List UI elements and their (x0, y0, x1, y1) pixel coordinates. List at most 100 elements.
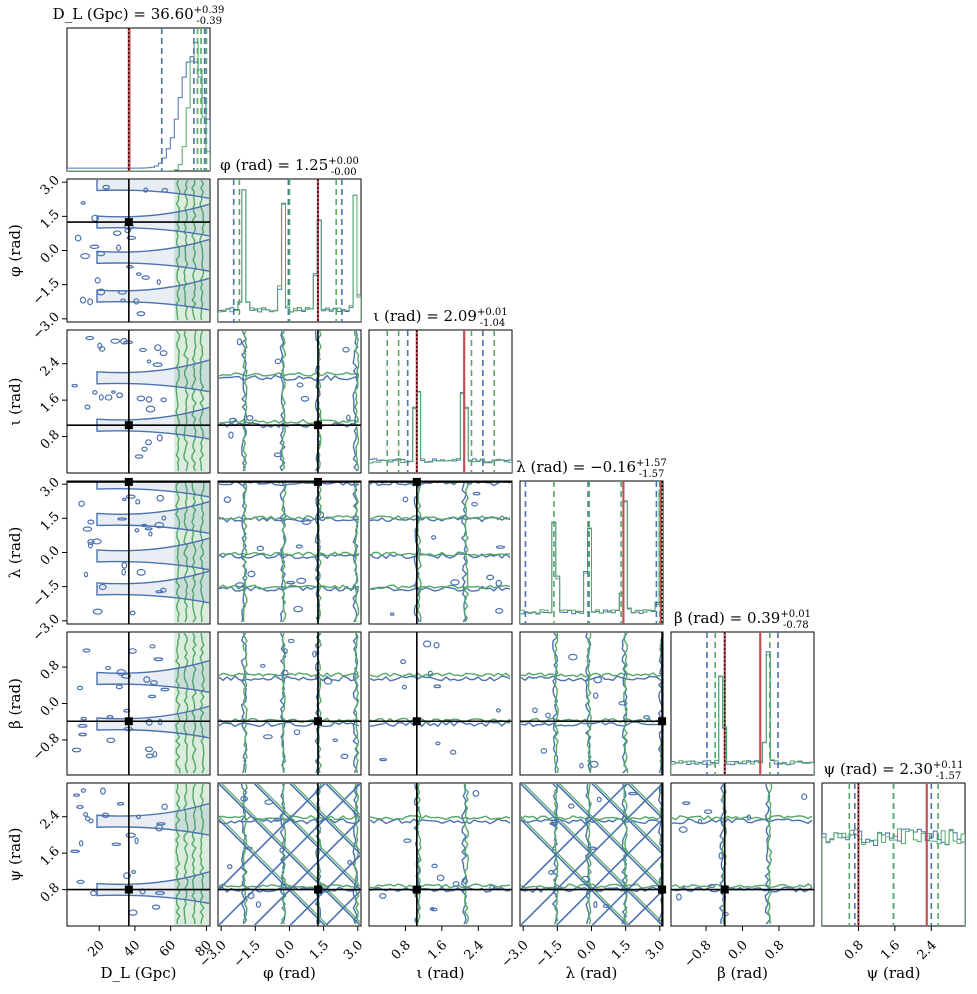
ytick-label: 1.5 (38, 509, 63, 534)
xaxis-label-iota: ι (rad) (416, 964, 464, 982)
truth-marker (720, 885, 729, 894)
xtick-label: −0.8 (682, 938, 715, 971)
xaxis-label-phi: φ (rad) (263, 964, 316, 982)
panel-beta-iota (368, 631, 513, 776)
panel-iota-phi (217, 329, 362, 474)
xaxis-label-psi: ψ (rad) (867, 964, 921, 982)
xtick-label: −3.0 (499, 938, 532, 971)
yaxis-label-phi: φ (rad) (6, 224, 24, 277)
truth-marker (412, 477, 421, 486)
contours-iota-DL (71, 331, 209, 472)
ytick-label: 0.8 (38, 880, 63, 905)
panel-psi-beta (670, 782, 815, 927)
xaxis-label-beta: β (rad) (717, 964, 768, 982)
panel-lambda-phi (217, 480, 362, 625)
ytick-label: 0.0 (38, 543, 63, 568)
xtick-label: 0.0 (273, 938, 298, 963)
truth-marker (313, 477, 322, 486)
yaxis-label-psi: ψ (rad) (6, 828, 24, 882)
panel-phi-DL (66, 178, 211, 323)
ytick-label: 1.6 (38, 391, 63, 416)
xaxis-label-lambda: λ (rad) (566, 964, 618, 982)
truth-marker (412, 885, 421, 894)
ytick-label: 2.4 (38, 355, 63, 380)
panel-beta-lambda (519, 631, 664, 776)
truth-marker (124, 717, 133, 726)
panel-DL-DL (66, 27, 211, 172)
xtick-label: 60 (157, 938, 179, 960)
ytick-label: 1.6 (38, 844, 63, 869)
svg-text:β (rad) = 0.39+0.01-0.78: β (rad) = 0.39+0.01-0.78 (674, 609, 811, 631)
contours-beta-DL (71, 633, 209, 774)
xtick-label: 2.4 (915, 938, 940, 963)
truth-marker (412, 717, 421, 726)
svg-text:λ (rad) = −0.16+1.57-1.57: λ (rad) = −0.16+1.57-1.57 (516, 458, 666, 480)
xtick-label: 0.0 (726, 938, 751, 963)
xtick-label: 20 (85, 938, 107, 960)
xtick-label: 3.0 (643, 938, 668, 963)
contours-beta-iota (370, 640, 511, 762)
contours-lambda-DL (78, 482, 209, 623)
svg-text:ι (rad) = 2.09+0.01-1.04: ι (rad) = 2.09+0.01-1.04 (373, 307, 507, 329)
truth-marker (313, 885, 322, 894)
xtick-label: 0.8 (762, 938, 787, 963)
contours-psi-DL (70, 784, 209, 925)
ytick-label: −1.5 (30, 275, 63, 308)
panel-title-DL: D_L (Gpc) = 36.60+0.39-0.39 (53, 5, 225, 27)
truth-marker (658, 885, 667, 894)
ytick-label: −1.5 (30, 577, 63, 610)
xtick-label: 0.8 (389, 938, 414, 963)
ytick-label: 0.8 (38, 427, 63, 452)
yaxis-label-beta: β (rad) (6, 678, 24, 729)
histogram-DL (67, 28, 210, 171)
xtick-label: 0.0 (575, 938, 600, 963)
ytick-label: 0.0 (38, 241, 63, 266)
truth-marker (124, 477, 133, 486)
ytick-label: 3.0 (38, 173, 63, 198)
truth-marker (124, 885, 133, 894)
truth-marker (313, 421, 322, 430)
svg-text:φ (rad) = 1.25+0.00-0.00: φ (rad) = 1.25+0.00-0.00 (220, 156, 359, 178)
contours-psi-iota (370, 784, 511, 925)
panel-title-lambda: λ (rad) = −0.16+1.57-1.57 (516, 458, 666, 480)
xtick-label: 1.5 (307, 938, 332, 963)
ytick-label: 2.4 (38, 808, 63, 833)
panel-beta-phi (217, 631, 362, 776)
ytick-label: 3.0 (38, 475, 63, 500)
xtick-label: −1.5 (231, 938, 264, 971)
contours-psi-phi (219, 784, 360, 925)
panel-title-beta: β (rad) = 0.39+0.01-0.78 (674, 609, 811, 631)
xtick-label: 1.6 (878, 938, 903, 963)
panel-title-iota: ι (rad) = 2.09+0.01-1.04 (373, 307, 507, 329)
svg-text:D_L (Gpc) = 36.60+0.39-0.39: D_L (Gpc) = 36.60+0.39-0.39 (53, 5, 225, 27)
panel-psi-iota (368, 782, 513, 927)
xaxis-label-DL: D_L (Gpc) (101, 964, 177, 982)
xtick-label: −1.5 (533, 938, 566, 971)
xtick-label: 0.8 (842, 938, 867, 963)
histogram-lambda (520, 481, 663, 624)
contours-phi-DL (74, 180, 209, 321)
xtick-label: 1.6 (425, 938, 450, 963)
truth-marker (658, 717, 667, 726)
xtick-label: 3.0 (341, 938, 366, 963)
ytick-label: −3.0 (30, 612, 63, 645)
yaxis-label-iota: ι (rad) (6, 377, 24, 425)
histogram-phi (218, 179, 361, 322)
panel-iota-iota (368, 329, 513, 474)
ytick-label: 0.0 (38, 694, 63, 719)
histogram-iota (369, 330, 512, 473)
xtick-label: 2.4 (462, 938, 487, 963)
panel-title-phi: φ (rad) = 1.25+0.00-0.00 (220, 156, 359, 178)
ytick-label: −0.8 (30, 731, 63, 764)
contours-psi-lambda (521, 784, 662, 925)
panel-title-psi: ψ (rad) = 2.30+0.11-1.57 (823, 760, 963, 782)
ytick-label: 0.8 (38, 658, 63, 683)
svg-text:ψ (rad) = 2.30+0.11-1.57: ψ (rad) = 2.30+0.11-1.57 (823, 760, 963, 782)
xtick-label: 1.5 (609, 938, 634, 963)
truth-marker (313, 717, 322, 726)
histogram-beta (671, 632, 814, 775)
panel-beta-beta (670, 631, 815, 776)
truth-marker (124, 421, 133, 430)
ytick-label: 1.5 (38, 207, 63, 232)
